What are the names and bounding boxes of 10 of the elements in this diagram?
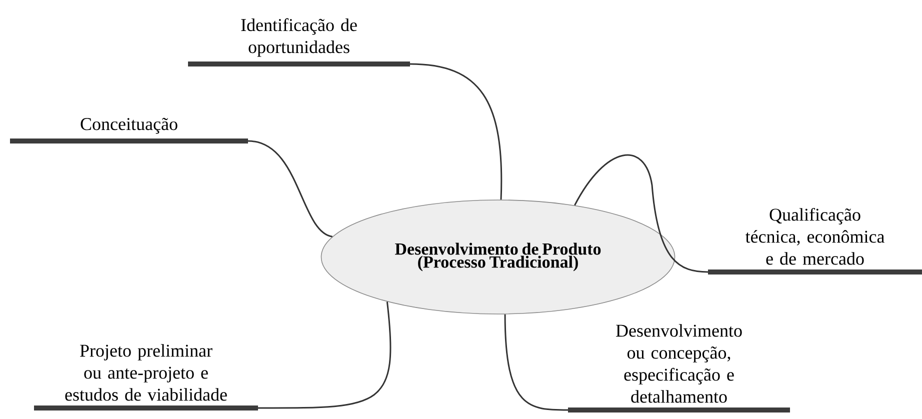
topic-label: Qualificação técnica, econômica e de mercado xyxy=(708,208,922,274)
topic-label: Desenvolvimento ou concepção, especificação e detalhamento xyxy=(568,324,790,412)
topic-label: Identificação de oportunidades xyxy=(188,18,410,66)
topic-label: Projeto preliminar ou ante-projeto e estudos de viabilidade xyxy=(34,344,258,410)
connector xyxy=(410,63,502,200)
connector xyxy=(258,302,392,409)
topic-label: Conceituação xyxy=(10,118,248,144)
connector xyxy=(504,314,568,411)
connector xyxy=(248,140,333,238)
connector xyxy=(574,154,708,273)
